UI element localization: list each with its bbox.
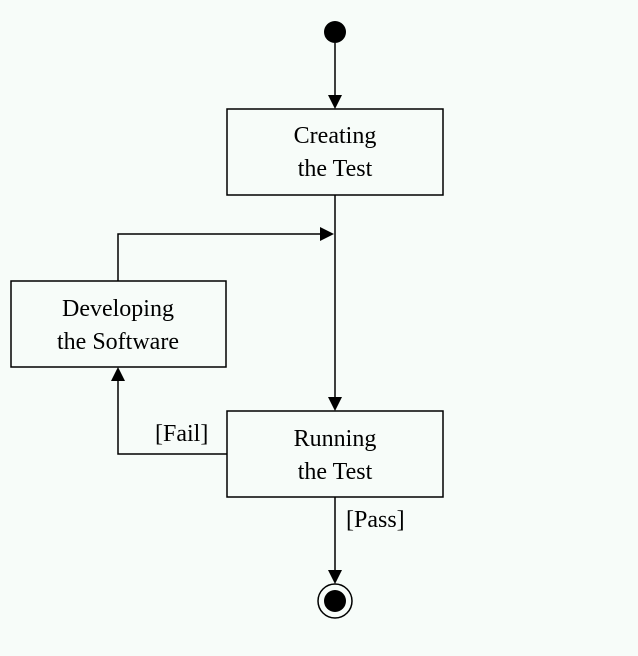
- arrowhead-initial-to-creating: [328, 95, 342, 109]
- initial-node: [324, 21, 346, 43]
- arrowhead-running-to-developing: [111, 367, 125, 381]
- node-developing-line2: the Software: [57, 329, 179, 355]
- node-running-the-test: Running the Test: [226, 410, 444, 498]
- node-creating-line2: the Test: [298, 156, 373, 182]
- arrowhead-developing-to-merge: [320, 227, 334, 241]
- node-developing-the-software: Developing the Software: [10, 280, 227, 368]
- guard-pass-label: [Pass]: [346, 507, 405, 533]
- node-creating-the-test: Creating the Test: [226, 108, 444, 196]
- edge-running-to-developing: [117, 380, 227, 455]
- node-developing-line1: Developing: [62, 296, 174, 322]
- node-running-line1: Running: [294, 426, 377, 452]
- arrowhead-creating-to-running: [328, 397, 342, 411]
- guard-fail-label: [Fail]: [155, 421, 208, 447]
- final-node: [317, 583, 353, 619]
- edge-developing-to-merge: [117, 233, 321, 281]
- node-creating-line1: Creating: [294, 123, 377, 149]
- node-running-line2: the Test: [298, 459, 373, 485]
- arrowhead-running-to-final: [328, 570, 342, 584]
